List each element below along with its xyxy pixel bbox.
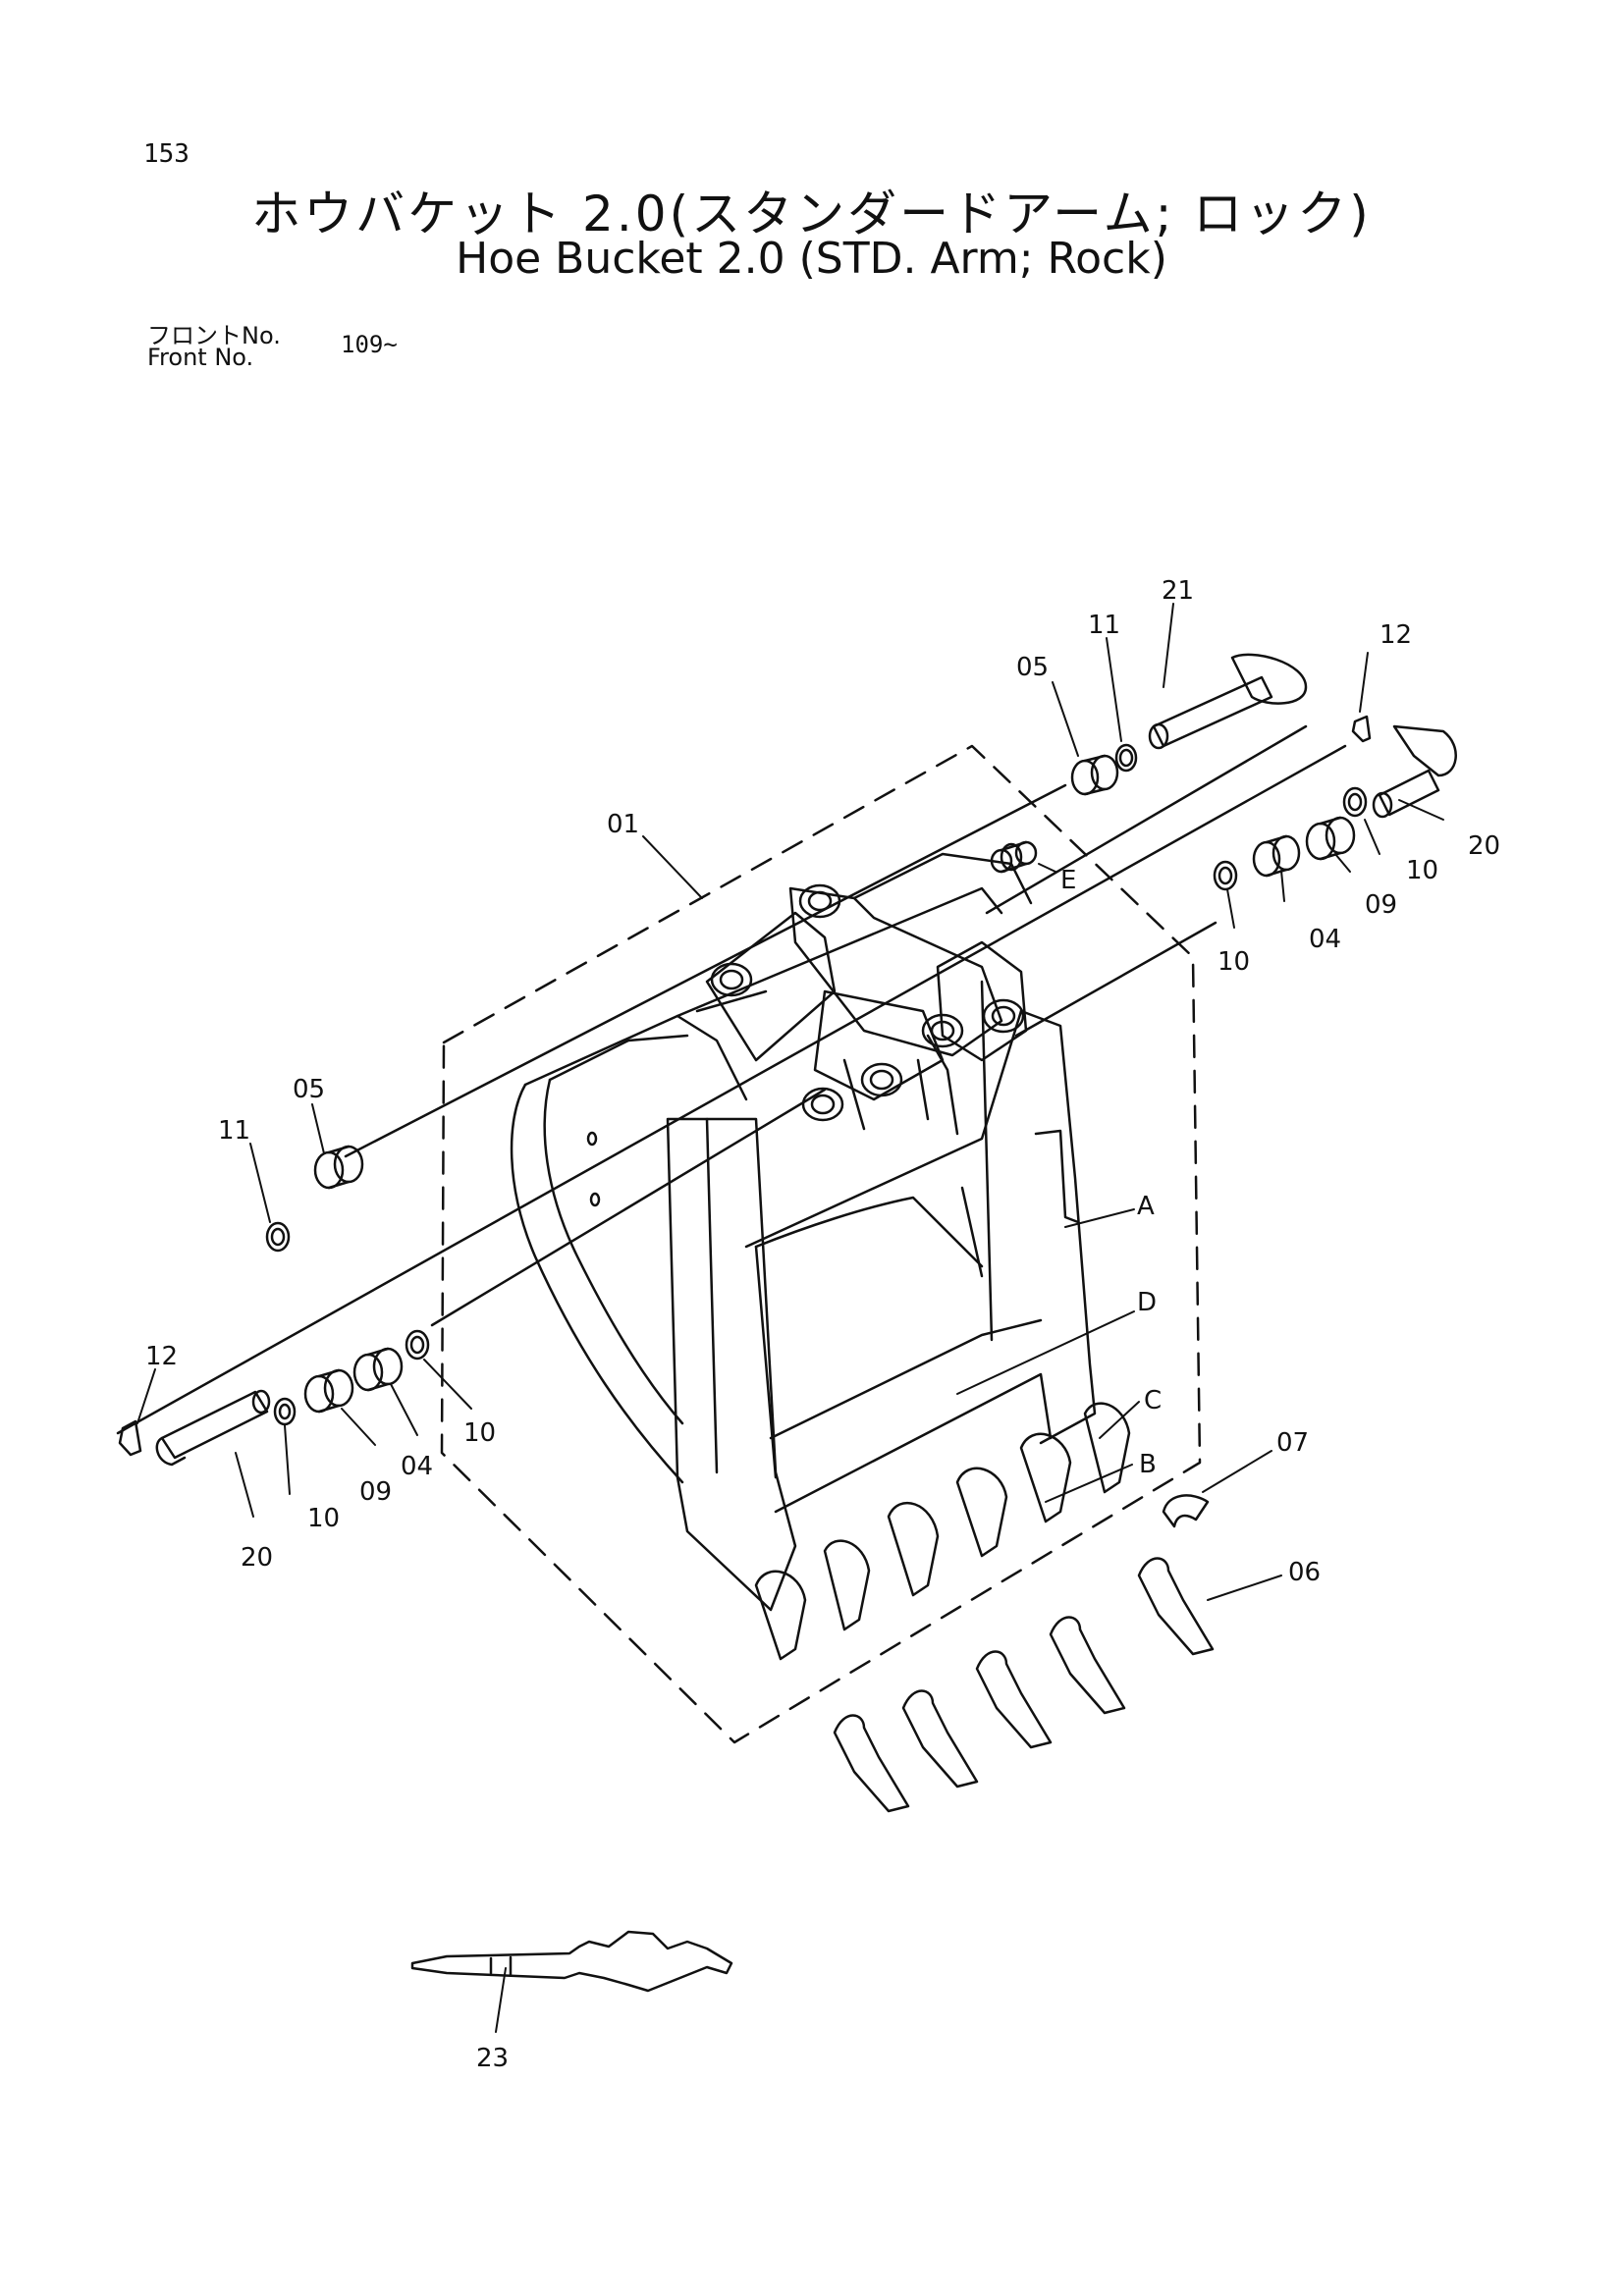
- assembly-boundary-dashed: [440, 744, 1202, 1744]
- tooth-adapters: [754, 1402, 1131, 1661]
- callout-b: B: [1139, 1450, 1157, 1479]
- callout-12-lower: 12: [145, 1342, 178, 1371]
- title-english: Hoe Bucket 2.0 (STD. Arm; Rock): [456, 234, 1167, 284]
- callout-01: 01: [607, 810, 639, 839]
- front-number-label-en: Front No.: [147, 344, 254, 371]
- removal-tool-23: [410, 1930, 733, 1993]
- callout-05-upper: 05: [1016, 653, 1049, 682]
- pin-bore-holes: [586, 883, 1025, 1207]
- callout-20-lower: 20: [241, 1543, 273, 1573]
- callout-06: 06: [1288, 1558, 1321, 1587]
- callout-23: 23: [476, 2044, 509, 2073]
- bucket-body: [510, 886, 1097, 1612]
- pin-20-upper: [1372, 724, 1457, 819]
- axis-line-upper: [116, 744, 1347, 1435]
- clip-12-lower: [118, 1419, 142, 1457]
- title-japanese: ホウバケット 2.0(スタンダードアーム; ロック): [251, 186, 1372, 242]
- pin-20-lower: [155, 1389, 271, 1467]
- callout-04-upper: 04: [1309, 925, 1341, 954]
- callout-10-upper-right: 10: [1406, 856, 1438, 885]
- axis-line-lower: [985, 724, 1308, 915]
- lock-pin-07: [1162, 1494, 1210, 1528]
- axis-line-10: [1014, 921, 1217, 1038]
- upper-bushings: [1000, 743, 1368, 891]
- callout-11-upper: 11: [1088, 611, 1120, 640]
- bucket-teeth: [833, 1557, 1215, 1813]
- callout-09-lower: 09: [359, 1477, 392, 1507]
- callout-10-upper-left: 10: [1217, 947, 1250, 977]
- callout-c: C: [1144, 1386, 1162, 1415]
- axis-line-05: [344, 783, 1067, 1158]
- callout-a: A: [1137, 1192, 1155, 1221]
- callout-05-lower: 05: [293, 1075, 325, 1104]
- callout-11-lower: 11: [218, 1116, 250, 1146]
- callout-10-lower-left: 10: [307, 1504, 340, 1533]
- callout-21: 21: [1162, 576, 1194, 606]
- callout-20-upper: 20: [1468, 831, 1500, 861]
- callout-d: D: [1137, 1288, 1157, 1317]
- callout-07: 07: [1276, 1428, 1309, 1458]
- callout-e: E: [1060, 866, 1076, 895]
- callout-09-upper: 09: [1365, 890, 1397, 920]
- bucket-lug-plates: [548, 852, 1033, 1131]
- pin-21: [1148, 653, 1308, 750]
- page-number: 153: [143, 139, 189, 169]
- callout-labels: 21 11 12 05 01 E 20 10 09 04 10 05 11 A …: [145, 576, 1500, 2073]
- callout-10-lower-right: 10: [463, 1418, 496, 1448]
- leader-lines: [136, 603, 1444, 2033]
- callout-04-lower: 04: [401, 1452, 433, 1481]
- front-number-label-jp: フロントNo.: [147, 322, 281, 349]
- front-number-value: 109~: [341, 331, 398, 358]
- left-bushings: [265, 1145, 430, 1426]
- dowel-e: [990, 840, 1038, 874]
- callout-12-upper: 12: [1380, 620, 1412, 650]
- clip-12-upper: [1351, 715, 1372, 743]
- axis-line-left: [430, 1088, 827, 1327]
